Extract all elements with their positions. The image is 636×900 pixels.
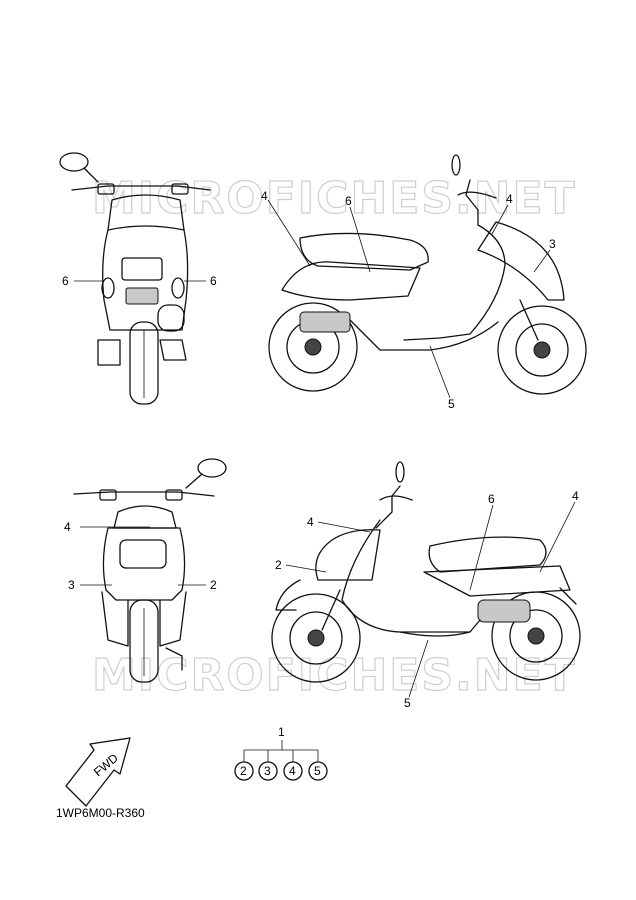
callout-left-6: 6: [488, 492, 495, 506]
callout-front-3: 3: [68, 578, 75, 592]
diagram-code: 1WP6M00-R360: [56, 806, 145, 820]
callout-left-5: 5: [404, 696, 411, 710]
fwd-label: FWD: [91, 751, 121, 780]
callout-left-4a: 4: [307, 515, 314, 529]
callout-left-4b: 4: [572, 489, 579, 503]
callout-rear-6-right: 6: [210, 274, 217, 288]
fwd-arrow-icon: FWD: [65, 737, 131, 807]
watermark-top: MICROFICHES.NET: [92, 173, 577, 224]
scooter-left-side-view: [271, 461, 581, 683]
callout-assembly-2: 2: [240, 764, 247, 778]
scooter-rear-view: [59, 152, 211, 405]
callout-right-3: 3: [549, 237, 556, 251]
callout-assembly-5: 5: [314, 764, 321, 778]
callout-right-6: 6: [345, 194, 352, 208]
callout-rear-6-left: 6: [62, 274, 69, 288]
callout-assembly-4: 4: [289, 764, 296, 778]
callout-assembly-1: 1: [278, 725, 285, 739]
watermark-bottom: MICROFICHES.NET: [92, 650, 577, 701]
callout-right-4b: 4: [506, 192, 513, 206]
callout-assembly-3: 3: [264, 764, 271, 778]
callout-left-2: 2: [275, 558, 282, 572]
callout-right-5: 5: [448, 397, 455, 411]
assembly-tree: 1 2 3 4 5: [234, 725, 328, 781]
callout-right-4a: 4: [261, 189, 268, 203]
callout-front-4: 4: [64, 520, 71, 534]
callout-front-2: 2: [210, 578, 217, 592]
scooter-right-side-view: [268, 154, 587, 395]
scooter-front-view: [73, 458, 227, 683]
